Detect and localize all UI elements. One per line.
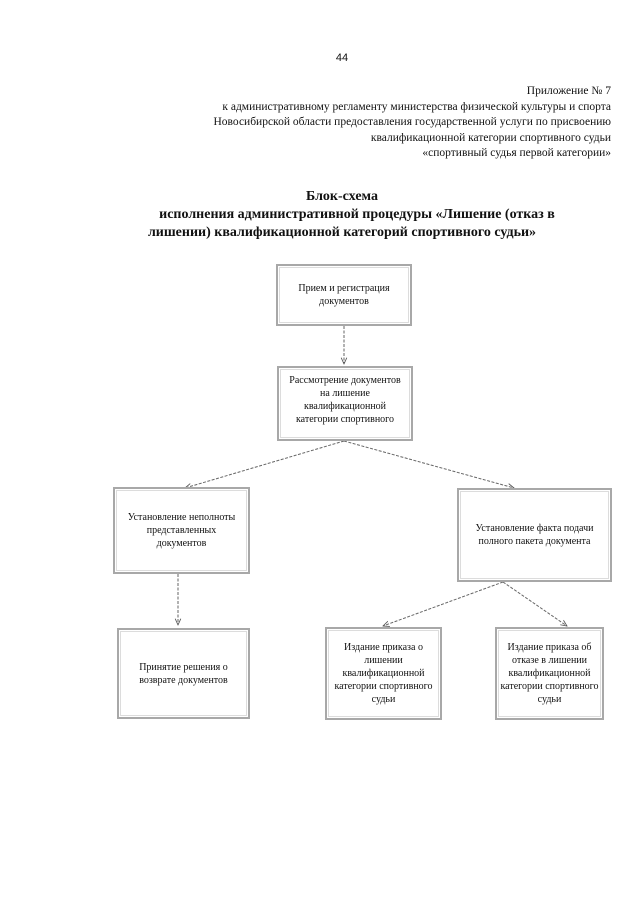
appendix-line: «спортивный судья первой категории» bbox=[422, 147, 611, 159]
appendix-line: Новосибирской области предоставления гос… bbox=[213, 116, 612, 128]
node-complete: Установление факта подачи полного пакета… bbox=[457, 488, 612, 582]
node-deprivation-order: Издание приказа о лишении квалификационн… bbox=[325, 627, 442, 720]
node-reception-label: Прием и регистрация документов bbox=[298, 283, 390, 307]
title-line: исполнения административной процедуры «Л… bbox=[159, 207, 555, 222]
appendix-header: Приложение № 7 к административному регла… bbox=[214, 84, 612, 162]
arrow-complete-to-deprivation bbox=[383, 581, 504, 626]
node-incomplete: Установление неполноты представленных до… bbox=[113, 487, 250, 574]
appendix-line: к административному регламенту министерс… bbox=[222, 100, 611, 113]
node-reception: Прием и регистрация документов bbox=[276, 264, 412, 326]
node-incomplete-label: Установление неполноты представленных до… bbox=[127, 512, 236, 549]
node-complete-label: Установление факта подачи полного пакета… bbox=[475, 523, 594, 547]
page-number: 44 bbox=[335, 52, 349, 64]
arrow-review-to-incomplete bbox=[185, 440, 345, 488]
node-refusal-order-label: Издание приказа об отказе в лишении квал… bbox=[500, 642, 599, 705]
node-return-decision-label: Принятие решения о возврате документов bbox=[139, 661, 228, 686]
node-deprivation-order-label: Издание приказа о лишении квалификационн… bbox=[334, 642, 433, 705]
title-line: лишении) квалификационной категорий спор… bbox=[147, 225, 537, 240]
appendix-line: квалификационной категории спортивного с… bbox=[370, 131, 611, 144]
arrow-review-to-complete bbox=[343, 440, 514, 488]
node-review-label: Рассмотрение документов на лишение квали… bbox=[289, 375, 401, 425]
node-return-decision: Принятие решения о возврате документов bbox=[117, 628, 250, 719]
document-title: Блок-схема исполнения административной п… bbox=[0, 188, 640, 242]
node-review: Рассмотрение документов на лишение квали… bbox=[277, 366, 413, 441]
title-line: Блок-схема bbox=[306, 189, 378, 204]
arrow-complete-to-refusal bbox=[502, 581, 567, 626]
appendix-line: Приложение № 7 bbox=[526, 85, 611, 97]
node-refusal-order: Издание приказа об отказе в лишении квал… bbox=[495, 627, 604, 720]
